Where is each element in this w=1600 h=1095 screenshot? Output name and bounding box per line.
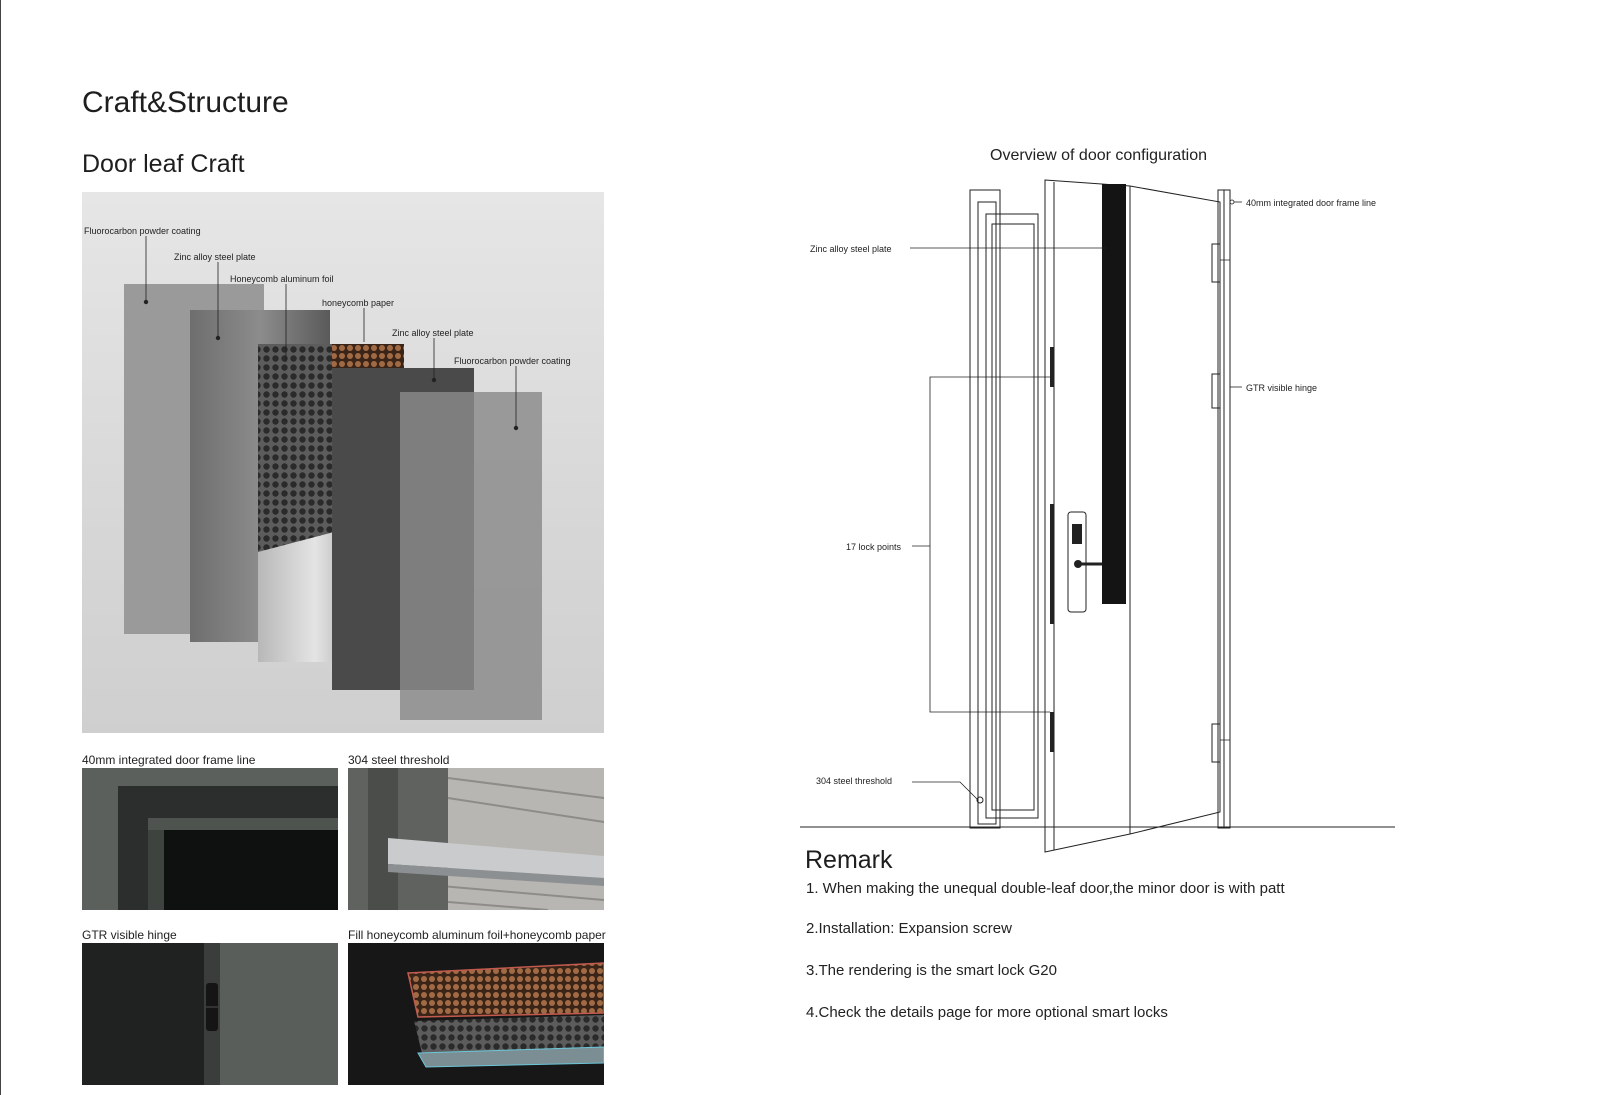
remark-item-3: 3.The rendering is the smart lock G20 (806, 962, 1057, 979)
label-door-threshold: 304 steel threshold (816, 776, 892, 786)
thumb-frame-line (82, 768, 338, 910)
threshold-image (348, 768, 604, 910)
door-configuration-drawing: Zinc alloy steel plate 40mm integrated d… (800, 179, 1395, 853)
label-honeycomb-paper: honeycomb paper (322, 298, 394, 308)
frame-line-image (82, 768, 338, 910)
thumb-hinge (82, 943, 338, 1085)
label-honeycomb-foil: Honeycomb aluminum foil (230, 274, 334, 284)
hinge-image (82, 943, 338, 1085)
label-door-hinge: GTR visible hinge (1246, 383, 1317, 393)
thumb-threshold (348, 768, 604, 910)
label-zinc-top: Zinc alloy steel plate (174, 252, 256, 262)
honeycomb-fill-image (348, 943, 604, 1085)
label-fluorocarbon-top: Fluorocarbon powder coating (84, 226, 201, 236)
label-zinc-bottom: Zinc alloy steel plate (392, 328, 474, 338)
remark-title: Remark (805, 846, 893, 874)
door-config-title: Overview of door configuration (990, 147, 1207, 164)
section-title-door-leaf-craft: Door leaf Craft (82, 150, 245, 178)
exploded-layers-illustration: Fluorocarbon powder coating Zinc alloy s… (84, 226, 571, 720)
caption-hinge: GTR visible hinge (82, 928, 177, 942)
label-door-zinc-plate: Zinc alloy steel plate (810, 244, 892, 254)
layer-fluorocarbon-bottom (400, 392, 542, 720)
label-door-frame-line: 40mm integrated door frame line (1246, 198, 1376, 208)
remark-item-1: 1. When making the unequal double-leaf d… (806, 880, 1285, 897)
label-door-lock-points: 17 lock points (846, 542, 902, 552)
caption-threshold: 304 steel threshold (348, 753, 450, 767)
label-fluorocarbon-bottom: Fluorocarbon powder coating (454, 356, 571, 366)
caption-honeycomb-fill: Fill honeycomb aluminum foil+honeycomb p… (348, 928, 606, 942)
remark-item-4: 4.Check the details page for more option… (806, 1004, 1168, 1021)
page-title: Craft&Structure (82, 86, 289, 119)
door-leaf-exploded-view: Fluorocarbon powder coating Zinc alloy s… (82, 192, 604, 733)
caption-frame-line: 40mm integrated door frame line (82, 753, 256, 767)
page-left-border (0, 0, 1, 1095)
thumb-honeycomb-fill (348, 943, 604, 1085)
remark-item-2: 2.Installation: Expansion screw (806, 920, 1012, 937)
